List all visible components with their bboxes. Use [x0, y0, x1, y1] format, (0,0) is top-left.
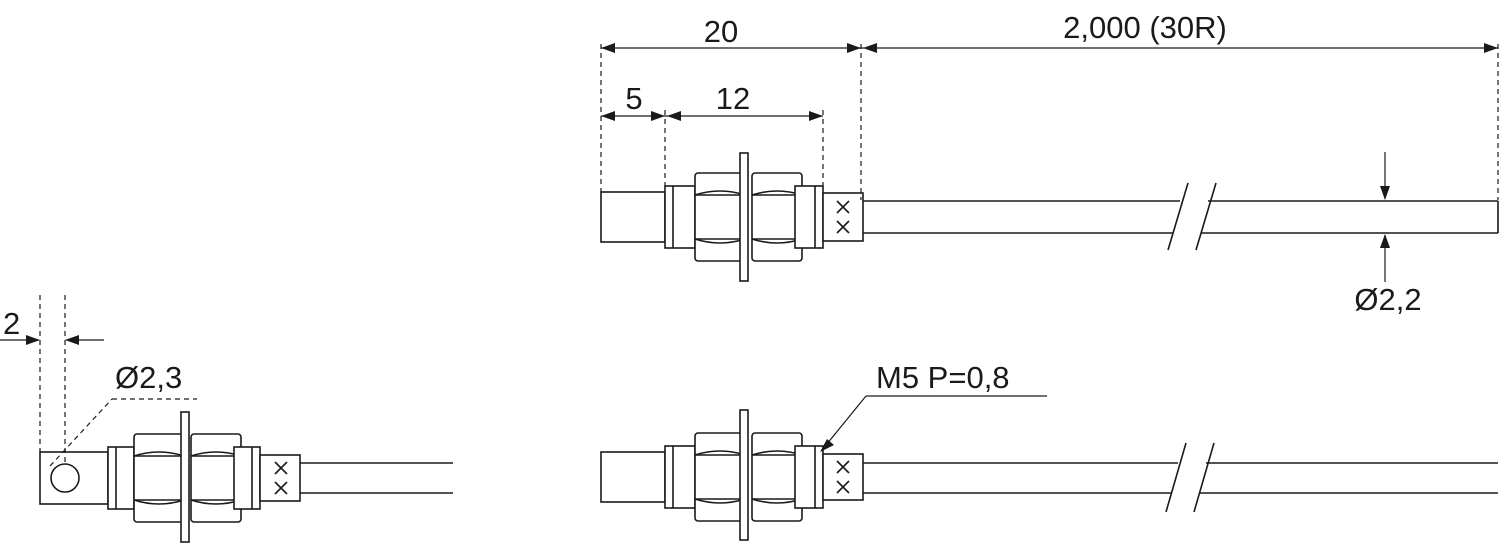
bottom-washer: [739, 409, 749, 541]
bottom-cable-sleeve: [822, 453, 864, 501]
thread-body-left: [664, 185, 696, 249]
thread-length-label: 12: [716, 81, 750, 116]
sensor-tip: [600, 191, 666, 243]
hole-circle: [50, 463, 80, 493]
cable-sleeve: [822, 192, 864, 242]
bottom-view: M5 P=0,8: [600, 360, 1498, 541]
side-washer: [180, 411, 190, 543]
bottom-thread-left: [664, 445, 696, 509]
thread-spec-label: M5 P=0,8: [876, 360, 1010, 395]
thread-body-right: [794, 185, 824, 249]
left-view: 2 Ø2,3: [0, 295, 453, 543]
hex-nut-left: [694, 172, 746, 262]
side-offset-label: 2: [3, 306, 20, 341]
side-hex-nut-left: [133, 433, 185, 523]
side-thread-left: [107, 446, 135, 510]
cable-length-label: 2,000 (30R): [1063, 10, 1227, 45]
overall-length-label: 20: [704, 14, 738, 49]
cable: [863, 182, 1499, 251]
top-view: 20 2,000 (30R) 5 12 Ø2,2: [600, 10, 1499, 317]
bottom-cable: [863, 442, 1498, 513]
bottom-thread-right: [794, 445, 824, 509]
bottom-tip: [600, 451, 666, 503]
bottom-hex-nut-left: [694, 432, 746, 522]
washer: [739, 152, 749, 282]
hole-diameter-label: Ø2,3: [115, 360, 182, 395]
tip-length-label: 5: [625, 81, 642, 116]
side-thread-right: [233, 446, 261, 510]
side-cable-sleeve: [259, 454, 301, 502]
cable-diameter-label: Ø2,2: [1354, 282, 1421, 317]
